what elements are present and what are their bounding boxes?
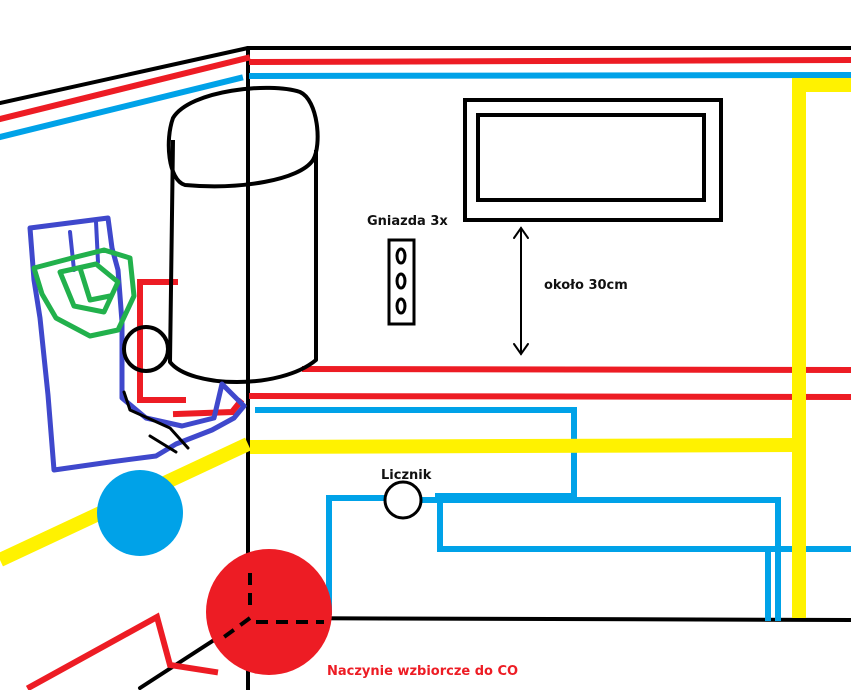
vessel-fittings xyxy=(218,573,324,642)
blue-fitting-inner xyxy=(68,220,100,272)
drain-circle xyxy=(97,470,183,556)
left-wall-top-edge xyxy=(0,46,250,105)
hot-pipes xyxy=(0,54,851,690)
valve-assembly xyxy=(27,215,247,473)
expansion-vessel xyxy=(206,549,332,675)
floor-edge xyxy=(246,616,851,622)
sockets-label: Gniazda 3x xyxy=(367,214,448,229)
gas-pipe-top-corner xyxy=(792,78,851,618)
distance-label: około 30cm xyxy=(544,278,628,293)
hot-pipe-back-top xyxy=(248,56,851,66)
hot-pipe-left-top xyxy=(0,54,251,123)
cold-pipe-to-meter-left xyxy=(326,495,389,615)
blue-fitting-outline xyxy=(27,215,247,473)
meter-label: Licznik xyxy=(381,468,432,483)
meter-circle-icon xyxy=(383,480,423,520)
vessel-body xyxy=(206,549,332,675)
window xyxy=(463,98,723,222)
hot-pipe-heater-loop xyxy=(137,279,186,403)
hot-pipe-floor xyxy=(25,612,219,690)
window-frame-inner xyxy=(476,113,706,202)
cold-pipe-meter-right xyxy=(417,497,781,621)
expansion-vessel-label: Naczynie wzbiorcze do CO xyxy=(327,664,518,679)
pipe-fitting-circle xyxy=(122,325,170,373)
double-arrow-icon xyxy=(513,226,529,356)
cold-pipe-supply xyxy=(255,407,577,499)
cold-pipe-branch xyxy=(437,497,851,552)
cold-pipe-left-top xyxy=(0,74,244,141)
green-valve xyxy=(31,247,137,339)
fitting-spout xyxy=(122,390,190,454)
window-frame-outer xyxy=(463,98,723,222)
cold-pipes xyxy=(0,71,851,621)
hot-pipe-heater-out xyxy=(172,397,245,418)
hot-pipe-mid-lower xyxy=(248,392,851,401)
heater-body xyxy=(168,139,318,384)
wall-outlines xyxy=(0,46,851,690)
gas-pipe-mid xyxy=(249,438,800,454)
hot-pipe-mid-upper xyxy=(301,365,851,374)
cold-pipe-back-top xyxy=(248,71,851,80)
water-heater xyxy=(166,85,320,384)
heater-top xyxy=(166,85,320,189)
triple-socket-icon xyxy=(387,238,416,326)
